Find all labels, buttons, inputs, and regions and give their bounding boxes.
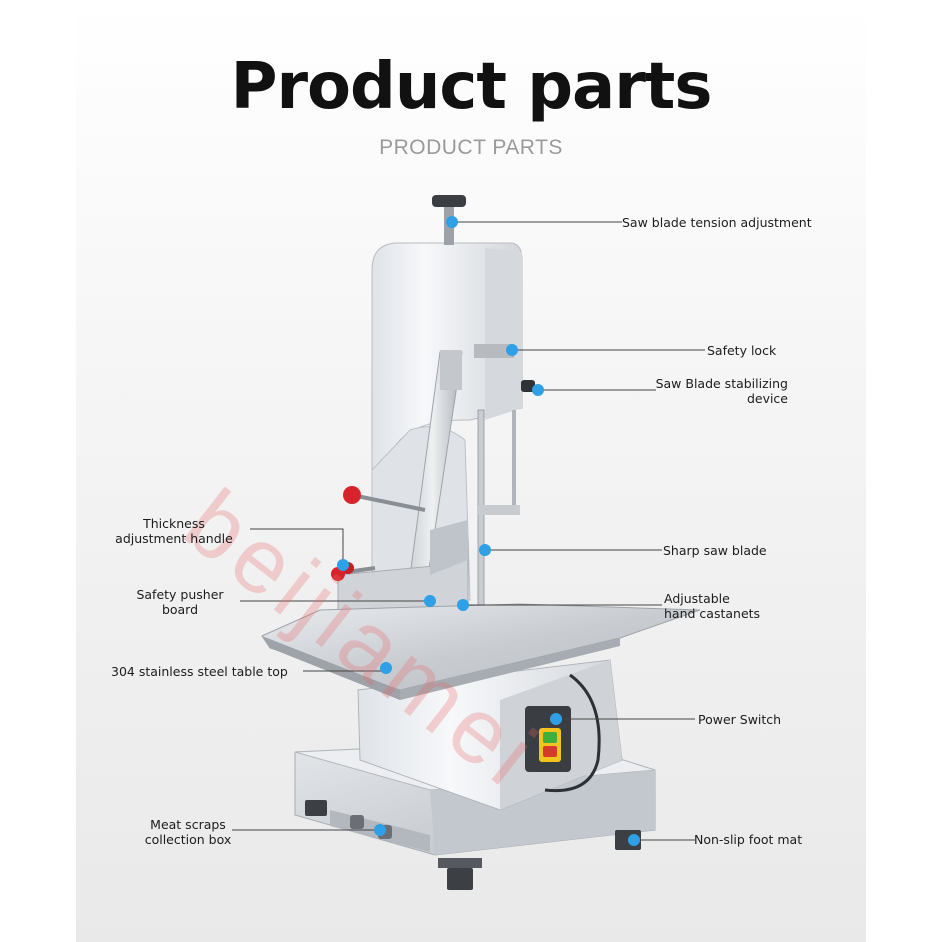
label-safety-lock: Safety lock: [707, 343, 777, 358]
dot-blade: [479, 544, 491, 556]
label-scraps-line2: collection box: [144, 832, 232, 847]
dot-castanets: [457, 599, 469, 611]
stabilizer-knob: [521, 380, 535, 392]
label-thickness-line2: adjustment handle: [115, 531, 233, 546]
label-hand-castanets: Adjustable hand castanets: [664, 591, 760, 621]
label-foot-mat: Non-slip foot mat: [694, 832, 803, 847]
callout-leader-lines: [232, 221, 705, 841]
callout-dots: [337, 216, 640, 846]
stainless-table-top: [261, 603, 701, 700]
dot-scraps: [374, 824, 386, 836]
label-stabilizer-line1: Saw Blade stabilizing: [655, 376, 788, 391]
label-pusher-line1: Safety pusher: [136, 587, 224, 602]
dot-safety-lock: [506, 344, 518, 356]
label-stabilizer-line2: device: [746, 391, 788, 406]
label-thickness-handle: Thickness adjustment handle: [100, 516, 248, 546]
label-scraps-box: Meat scraps collection box: [118, 817, 258, 847]
dot-stabilizer: [532, 384, 544, 396]
dot-power: [550, 713, 562, 725]
page-subtitle: PRODUCT PARTS: [379, 136, 563, 159]
dot-tension: [446, 216, 458, 228]
page-title: Product parts: [230, 50, 713, 124]
thickness-handle: [331, 486, 426, 581]
label-pusher-board: Safety pusher board: [110, 587, 250, 617]
label-castanets-line2: hand castanets: [664, 606, 761, 621]
label-power-switch: Power Switch: [698, 712, 782, 727]
dot-tabletop: [380, 662, 392, 674]
label-scraps-line1: Meat scraps: [150, 817, 226, 832]
saw-blade: [477, 409, 520, 636]
label-pusher-line2: board: [161, 602, 199, 617]
label-table-top: 304 stainless steel table top: [111, 664, 288, 679]
dot-thickness: [337, 559, 349, 571]
dot-pusher: [424, 595, 436, 607]
label-tension-adjustment: Saw blade tension adjustment: [622, 215, 812, 230]
label-stabilizer: Saw Blade stabilizing device: [640, 376, 788, 406]
dot-foot: [628, 834, 640, 846]
label-saw-blade: Sharp saw blade: [663, 543, 767, 558]
label-castanets-line1: Adjustable: [664, 591, 730, 606]
label-thickness-line1: Thickness: [143, 516, 205, 531]
